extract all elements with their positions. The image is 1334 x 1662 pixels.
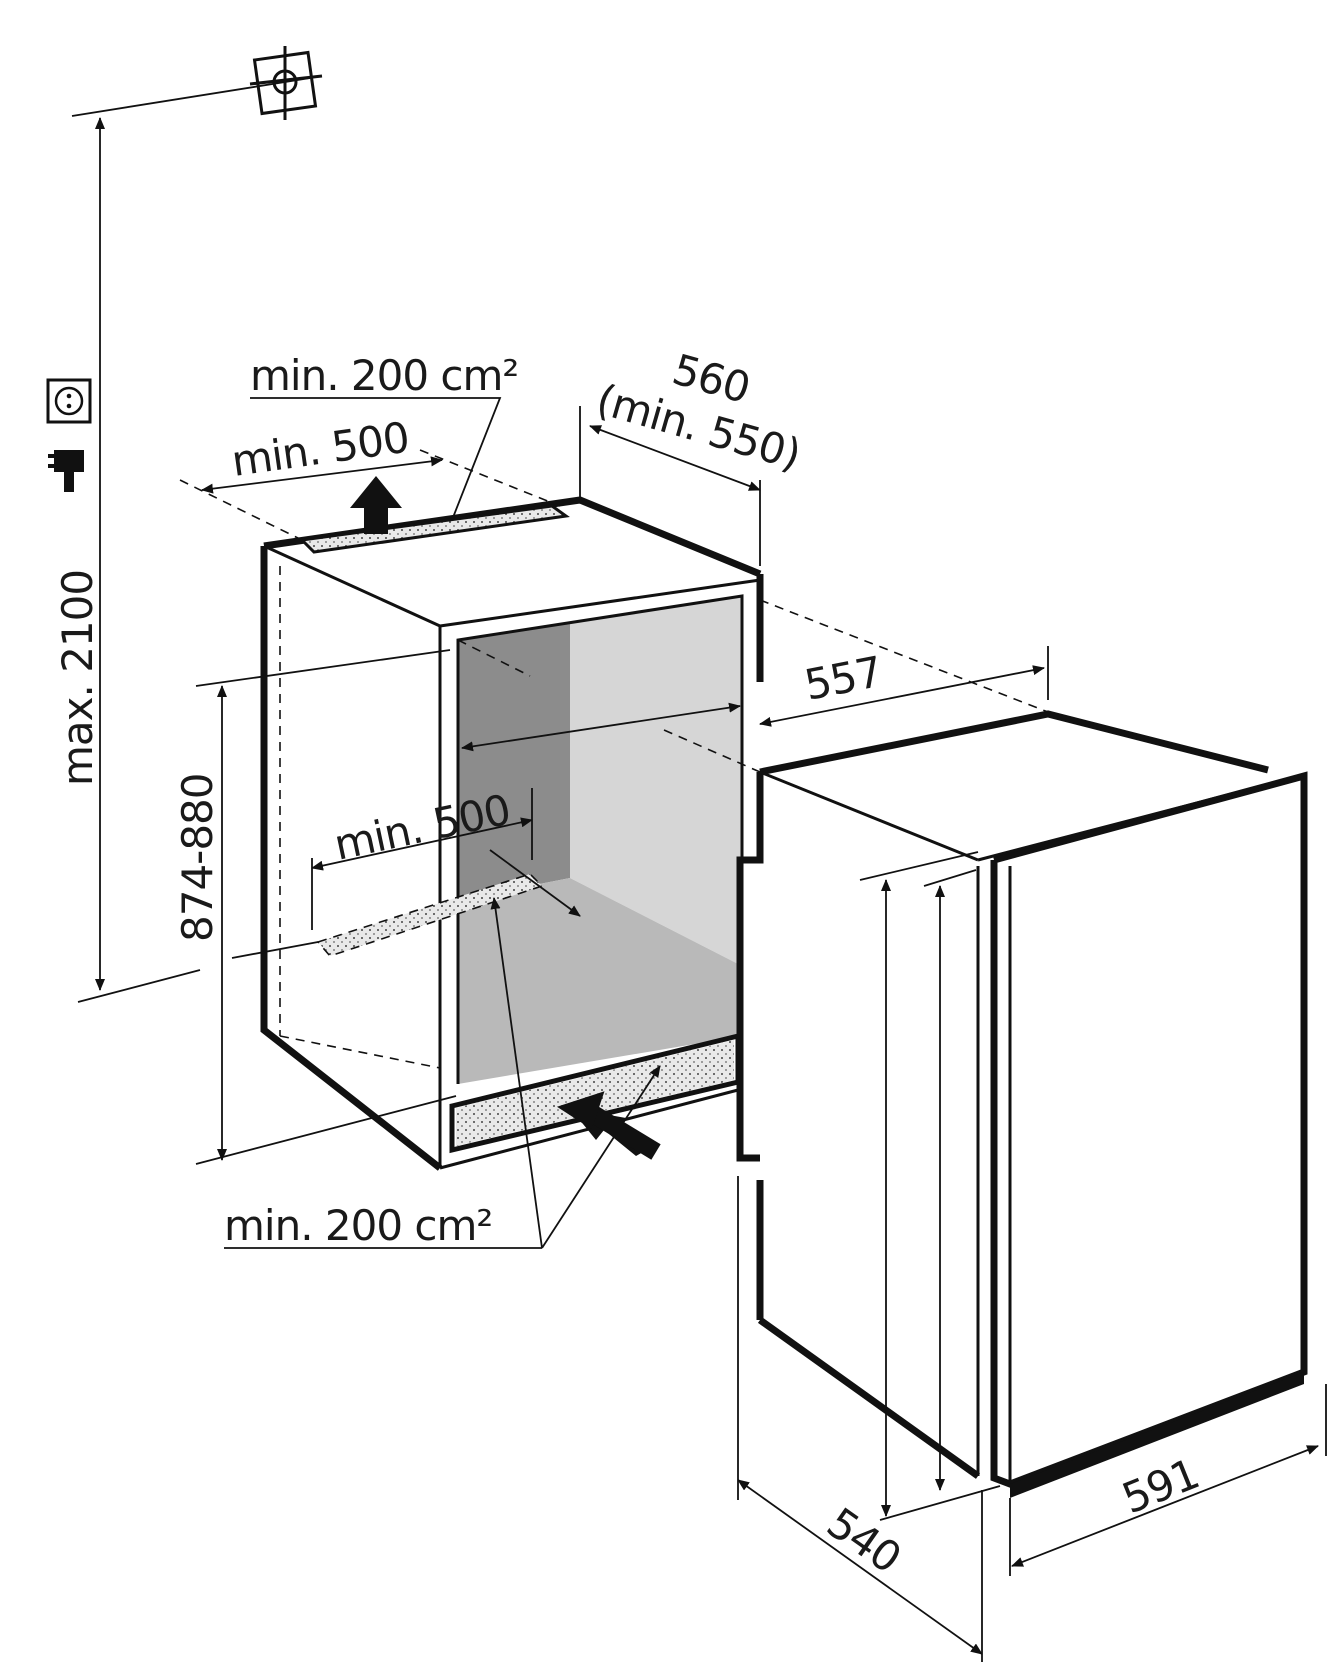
max-height-top-extension	[71, 77, 311, 117]
vent-depth-small-dim	[489, 849, 581, 917]
top-vent-width-dim-line	[201, 456, 443, 494]
interior-vent-strip	[318, 874, 542, 956]
bottom-vent-slot	[456, 1040, 734, 1146]
top-vent-slot-outline	[298, 504, 570, 554]
niche-floor-extension	[231, 941, 319, 959]
ceiling-light-outlet-icon	[249, 46, 323, 120]
niche-hidden-back-bottom	[279, 1035, 441, 1069]
niche-interior-left-wall	[458, 622, 570, 900]
niche-height-label: 874-880	[173, 774, 222, 943]
niche-depth-ext-dashed	[759, 599, 1049, 713]
appliance-depth-label: 540	[818, 1498, 909, 1582]
niche-front-top-edge	[439, 578, 761, 628]
appliance-body-height-ext-top	[923, 869, 977, 887]
appliance-body-back-edge	[736, 772, 764, 1162]
niche-outline-left	[260, 546, 443, 1171]
bottom-vent-area-leader-2	[541, 1065, 661, 1249]
appliance-width-label: 591	[1115, 1449, 1205, 1523]
appliance-unit	[736, 710, 1308, 1498]
niche-inner-width-ext	[457, 639, 531, 677]
niche-height-bottom-extension	[195, 1095, 457, 1165]
air-in-arrow-head	[556, 1091, 605, 1130]
max-height-bottom-extension	[77, 969, 201, 1003]
power-socket-icon	[46, 378, 92, 424]
appliance-top-inner	[759, 770, 979, 862]
bottom-vent-area-label: min. 200 cm²	[224, 1201, 492, 1250]
top-vent-area-label: min. 200 cm²	[250, 351, 518, 400]
niche-width-top-dim-line	[589, 425, 761, 491]
top-vent-width-left-ext	[179, 479, 303, 541]
niche-depth-ext-inner	[663, 729, 761, 773]
air-in-arrow-shaft	[585, 1104, 661, 1160]
power-plug-icon	[48, 450, 84, 492]
appliance-depth-dim-line	[737, 1479, 983, 1655]
niche-front-left-edge	[263, 544, 441, 628]
dimension-lines	[71, 77, 1327, 1662]
appliance-door	[994, 776, 1304, 1484]
appliance-body-outline	[759, 710, 1269, 776]
air-out-arrow	[350, 476, 402, 534]
niche-depth-label: 557	[801, 647, 886, 710]
appliance-width-dim-line	[1011, 1445, 1319, 1567]
niche-interior-back-wall	[570, 596, 742, 966]
bottom-vent-width-dim-line	[311, 817, 533, 871]
top-vent-area-leader	[250, 397, 502, 521]
niche-height-top-extension	[195, 649, 451, 687]
niche-interior-floor	[458, 878, 742, 1084]
airflow-arrows	[350, 476, 661, 1160]
niche-depth-dim-line	[759, 665, 1045, 727]
appliance-total-height-ext-top	[859, 851, 979, 881]
top-vent-width-right-ext	[419, 449, 561, 507]
top-vent-slot	[302, 506, 566, 552]
max-height-label: max. 2100	[53, 570, 102, 786]
appliance-door-top	[977, 784, 1263, 862]
bottom-vent-area-leader-1	[490, 897, 543, 1249]
interior-vent-strip-outline	[316, 873, 544, 957]
niche-inner-width-dim-line	[461, 702, 741, 752]
